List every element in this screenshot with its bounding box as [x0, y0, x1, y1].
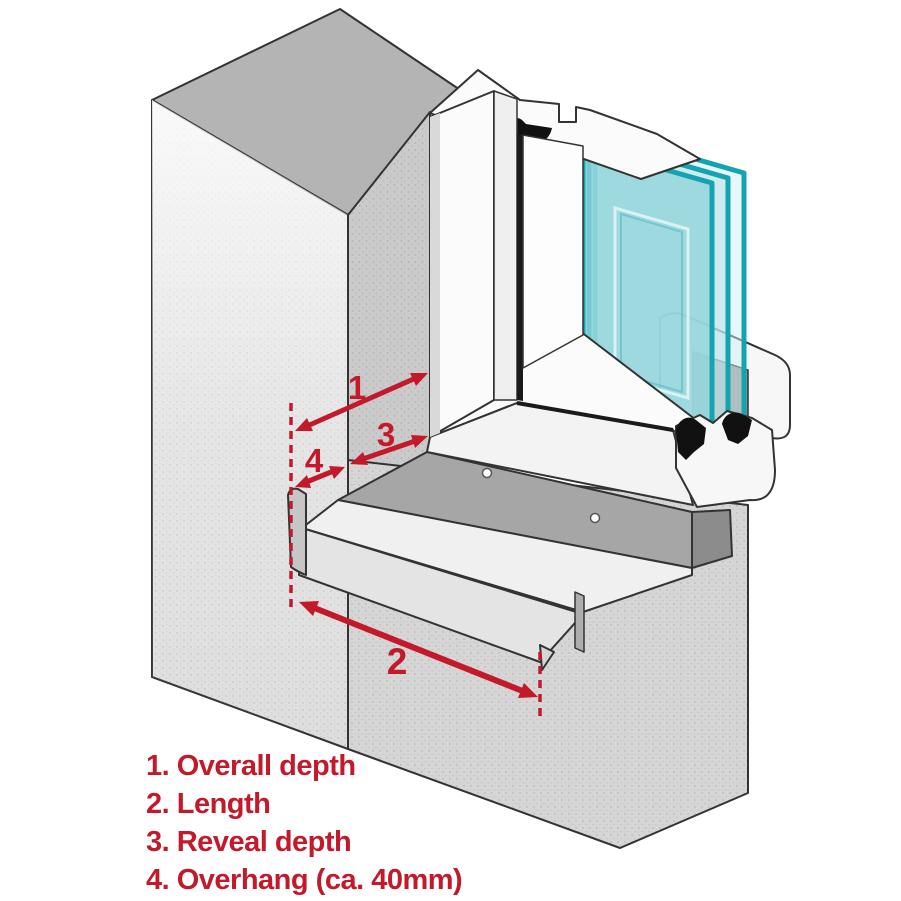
dimension-arrow-3 [350, 435, 428, 465]
sill-top-surface [301, 499, 693, 613]
glass-inner-reflection-shadow [620, 212, 683, 394]
screw-hole-right [589, 512, 601, 524]
legend-line-1: 1. Overall depth [146, 750, 356, 782]
legend-line-3: 3. Reveal depth [146, 826, 351, 858]
dimension-arrow-1 [295, 373, 428, 431]
upper-wall-front-face-highlight [152, 100, 348, 749]
dimension-label-2: 2 [387, 641, 408, 682]
legend: 1. Overall depth 2. Length 3. Reveal dep… [146, 750, 463, 896]
dimension-annotations: 1 3 4 2 [289, 369, 542, 716]
dimension-label-1: 1 [348, 369, 366, 406]
legend-line-2: 2. Length [146, 788, 270, 820]
frame-mid-face [493, 90, 518, 401]
frame-seal-bottom-left [676, 417, 706, 460]
frame-jamb-board-shade [430, 113, 440, 437]
dimension-arrow-4 [295, 466, 345, 488]
sash-frame-groove [516, 401, 674, 432]
sill-end-fold [574, 591, 585, 653]
glass-inner-reflection [613, 206, 690, 400]
dimension-label-4: 4 [305, 442, 324, 479]
screw-hole-left [481, 467, 493, 479]
frame-sash-gap [517, 133, 523, 401]
frame-seal-bottom-right [722, 412, 752, 444]
legend-line-4: 4. Overhang (ca. 40mm) [146, 864, 462, 896]
sash-front-column [522, 134, 584, 369]
frame-spacer-block [691, 509, 733, 569]
dimension-label-3: 3 [377, 416, 395, 453]
dimension-arrow-2 [299, 601, 538, 698]
